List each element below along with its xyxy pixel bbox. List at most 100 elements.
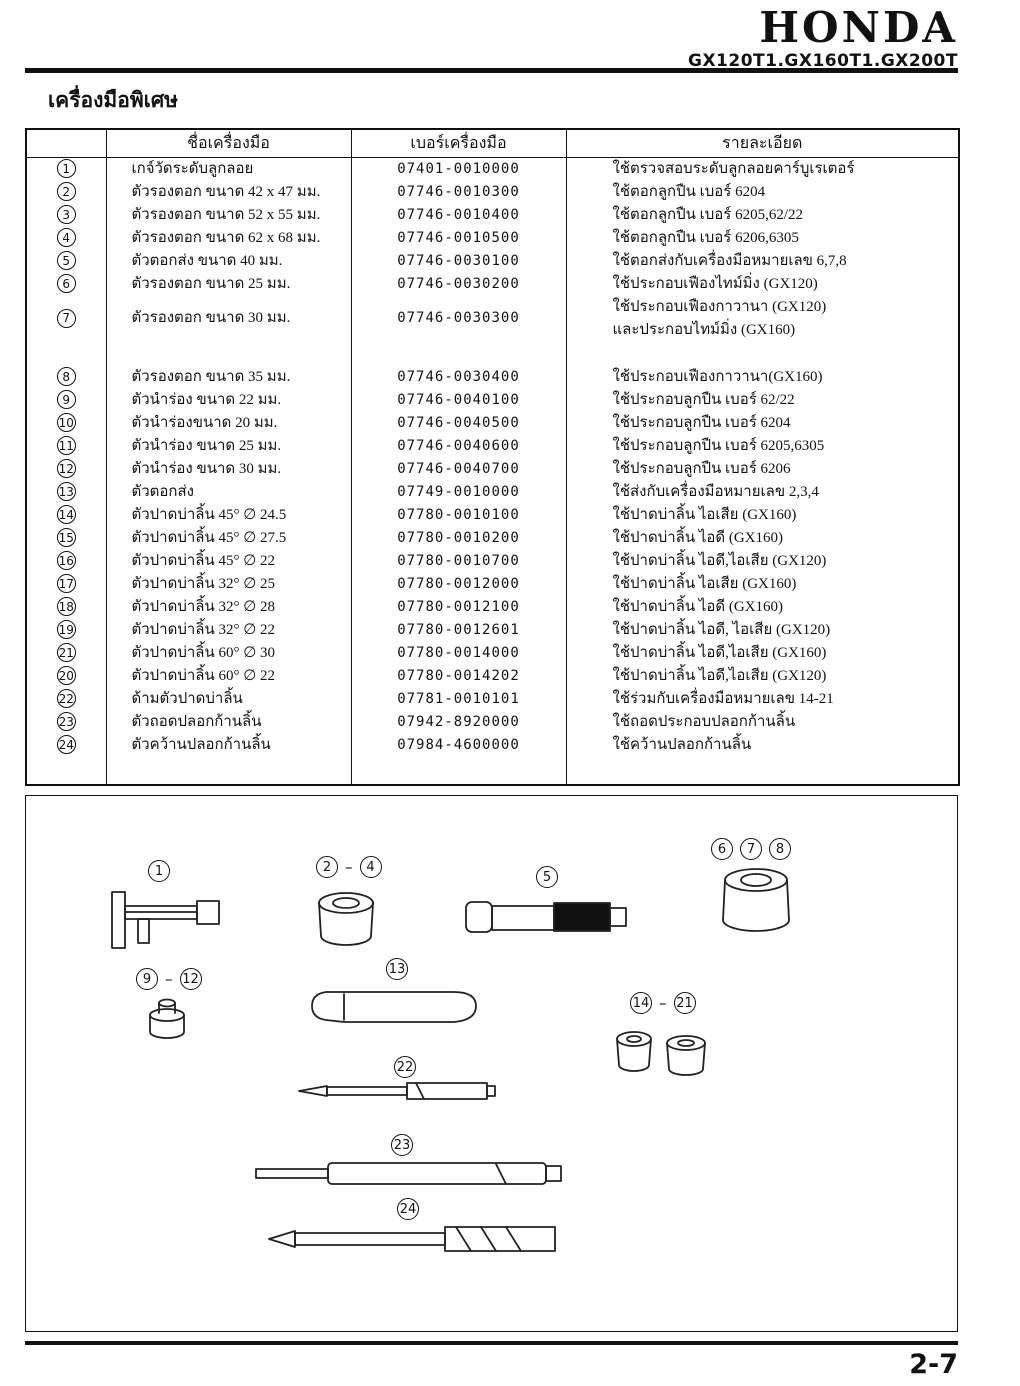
label-dash: –	[165, 969, 173, 988]
diagram-number-badge: 2	[316, 856, 338, 878]
cutter-holder-drawing	[298, 1082, 496, 1100]
tool-name: ตัวนำร่อง ขนาด 22 มม.	[105, 388, 351, 412]
tool-detail: ใช้ปาดบ่าลิ้น ไอเสีย (GX160)	[565, 503, 959, 527]
tool-part-number: 07780-0012601	[350, 618, 566, 642]
tool-name: ตัวปาดบ่าลิ้น 60° ∅ 22	[105, 664, 351, 688]
tool-detail: ใช้ประกอบลูกปืน เบอร์ 62/22	[565, 388, 959, 412]
tool-part-number: 07746-0040700	[350, 457, 566, 481]
row-number-badge: 11	[56, 436, 76, 455]
tool-detail: ใช้ร่วมกับเครื่องมือหมายเลข 14-21	[565, 687, 959, 711]
tool-detail: ใช้ปาดบ่าลิ้น ไอดี (GX160)	[565, 595, 959, 619]
diagram-label-1: 1	[148, 860, 170, 882]
row-number-badge: 14	[56, 505, 76, 524]
tool-name: ตัวปาดบ่าลิ้น 60° ∅ 30	[105, 641, 351, 665]
tool-part-number: 07746-0030100	[350, 249, 566, 273]
diagram-number-badge: 6	[711, 838, 733, 860]
tool-detail: ใช้ถอดประกอบปลอกก้านลิ้น	[565, 710, 959, 734]
row-number-badge: 5	[56, 251, 76, 270]
tool-name: ตัวรองตอก ขนาด 25 มม.	[105, 272, 351, 296]
tool-detail: ใช้ประกอบเฟืองไทม์มิ่ง (GX120)	[565, 272, 959, 296]
column-header-detail: รายละเอียด	[565, 129, 959, 158]
diagram-number-badge: 13	[386, 958, 408, 980]
row-number-badge: 1	[56, 159, 76, 178]
tool-part-number: 07780-0014000	[350, 641, 566, 665]
diagram-label-14-21: 14–21	[630, 992, 696, 1014]
tool-detail: ใช้ประกอบเฟืองกาวานา (GX120) และประกอบไท…	[565, 295, 959, 342]
table-spacer-row	[26, 756, 959, 785]
tool-detail: ใช้ปาดบ่าลิ้น ไอดี (GX160)	[565, 526, 959, 550]
row-number-badge: 16	[56, 551, 76, 570]
page-number: 2-7	[909, 1349, 958, 1380]
tool-name: ตัวตอกส่ง ขนาด 40 มม.	[105, 249, 351, 273]
diagram-number-badge: 24	[397, 1198, 419, 1220]
valve-guide-remover-drawing	[255, 1162, 562, 1185]
row-number-badge: 24	[56, 735, 76, 754]
tool-name: ตัวรองตอก ขนาด 52 x 55 มม.	[105, 203, 351, 227]
tool-name: ตัวถอดปลอกก้านลิ้น	[105, 710, 351, 734]
row-number-badge: 13	[56, 482, 76, 501]
tool-detail: ใช้ประกอบลูกปืน เบอร์ 6204	[565, 411, 959, 435]
header-rule	[25, 68, 958, 73]
row-number-badge: 9	[56, 390, 76, 409]
row-number-badge: 10	[56, 413, 76, 432]
driver-attachment-drawing	[318, 892, 374, 946]
tool-name: ตัวนำร่อง ขนาด 25 มม.	[105, 434, 351, 458]
tool-part-number: 07746-0040500	[350, 411, 566, 435]
row-number-badge: 18	[56, 597, 76, 616]
tool-detail: ใช้ส่งกับเครื่องมือหมายเลข 2,3,4	[565, 480, 959, 504]
tool-name: ตัวปาดบ่าลิ้น 45° ∅ 22	[105, 549, 351, 573]
tool-detail: ใช้ประกอบเฟืองกาวานา(GX160)	[565, 341, 959, 389]
diagram-label-5: 5	[536, 866, 558, 888]
tool-part-number: 07746-0030300	[350, 295, 566, 342]
valve-guide-reamer-drawing	[268, 1226, 556, 1252]
tool-part-number: 07746-0030200	[350, 272, 566, 296]
document-header: HONDA GX120T1.GX160T1.GX200T	[688, 5, 958, 71]
driver-40mm-drawing	[465, 901, 627, 933]
row-number-badge: 8	[56, 367, 76, 386]
float-level-gauge-drawing	[111, 891, 220, 949]
tool-part-number: 07746-0010300	[350, 180, 566, 204]
tool-part-number: 07780-0010100	[350, 503, 566, 527]
pilot-drawing	[149, 998, 185, 1039]
tool-part-number: 07942-8920000	[350, 710, 566, 734]
tool-name: ตัวรองตอก ขนาด 42 x 47 มม.	[105, 180, 351, 204]
tool-part-number: 07746-0040100	[350, 388, 566, 412]
tool-detail: ใช้คว้านปลอกก้านลิ้น	[565, 733, 959, 757]
diagram-number-badge: 5	[536, 866, 558, 888]
diagram-number-badge: 9	[136, 968, 158, 990]
diagram-number-badge: 8	[769, 838, 791, 860]
diagram-number-badge: 4	[359, 856, 382, 878]
row-number-badge: 12	[56, 459, 76, 478]
tool-name: ตัวรองตอก ขนาด 30 มม.	[105, 295, 351, 342]
tool-name: เกจ์วัดระดับลูกลอย	[105, 157, 351, 181]
row-number-badge: 4	[56, 228, 76, 247]
column-header-part-number: เบอร์เครื่องมือ	[350, 129, 566, 158]
table-header-row: ชื่อเครื่องมือ เบอร์เครื่องมือ รายละเอีย…	[26, 129, 959, 158]
tool-name: ตัวปาดบ่าลิ้น 45° ∅ 27.5	[105, 526, 351, 550]
tool-name: ตัวปาดบ่าลิ้น 32° ∅ 22	[105, 618, 351, 642]
tool-part-number: 07749-0010000	[350, 480, 566, 504]
row-number-badge: 22	[56, 689, 76, 708]
column-header-number	[26, 129, 106, 158]
attachment-cup-drawing	[722, 868, 790, 932]
tools-illustration	[111, 868, 790, 1252]
diagram-number-badge: 1	[148, 860, 170, 882]
diagram-number-badge: 12	[179, 968, 202, 990]
tool-detail: ใช้ประกอบลูกปืน เบอร์ 6205,6305	[565, 434, 959, 458]
tool-name: ตัวรองตอก ขนาด 62 x 68 มม.	[105, 226, 351, 250]
